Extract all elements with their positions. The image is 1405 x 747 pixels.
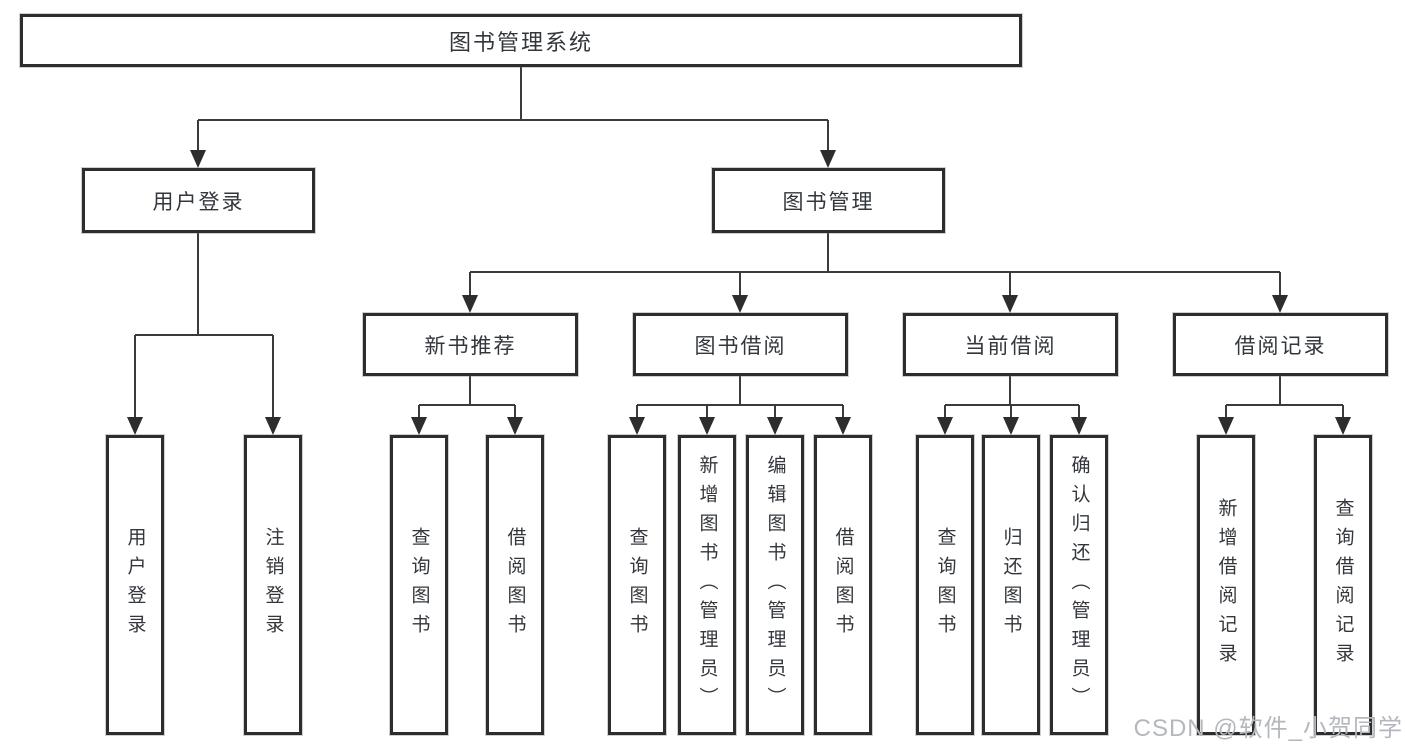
node-label: 图书管理 [782, 190, 875, 214]
node-label: 图书管理系统 [448, 29, 593, 55]
leaf-logout: 注销登录 [244, 435, 302, 735]
connector-user-login-children [127, 233, 281, 435]
leaf-edit-books-admin: 编辑图书（管理员） [746, 435, 804, 735]
leaf-query-books-borrow: 查询图书 [608, 435, 666, 735]
leaf-query-borrow-record: 查询借阅记录 [1314, 435, 1372, 735]
connector-borrow-records-children [1218, 376, 1351, 435]
connector-current-borrow-children [937, 376, 1087, 435]
node-current-borrow: 当前借阅 [903, 313, 1118, 376]
node-label: 新书推荐 [424, 334, 517, 358]
connector-root-to-level2 [190, 67, 836, 168]
leaf-borrow-books-recommend: 借阅图书 [486, 435, 544, 735]
connector-new-book-recommend-children [411, 376, 523, 435]
node-label: 借阅图书 [832, 527, 854, 643]
connector-book-management-sections [462, 233, 1288, 313]
leaf-borrow-books: 借阅图书 [814, 435, 872, 735]
node-label: 查询借阅记录 [1332, 498, 1354, 672]
node-label: 查询图书 [626, 527, 648, 643]
node-new-book-recommend: 新书推荐 [363, 313, 578, 376]
leaf-query-books-recommend: 查询图书 [390, 435, 448, 735]
connector-book-borrow-children [629, 376, 851, 435]
csdn-watermark: CSDN @软件_小贺同学 [1133, 715, 1403, 742]
node-borrow-records: 借阅记录 [1173, 313, 1388, 376]
node-label: 注销登录 [262, 527, 284, 643]
node-label: 用户登录 [124, 527, 146, 643]
node-root-library-system: 图书管理系统 [20, 14, 1022, 67]
node-label: 图书借阅 [694, 334, 787, 358]
node-label: 借阅记录 [1234, 334, 1327, 358]
node-label: 当前借阅 [964, 334, 1057, 358]
node-label: 新增借阅记录 [1215, 498, 1237, 672]
leaf-add-borrow-record: 新增借阅记录 [1197, 435, 1255, 735]
node-book-borrow: 图书借阅 [633, 313, 848, 376]
node-label: 查询图书 [408, 527, 430, 643]
leaf-add-books-admin: 新增图书（管理员） [678, 435, 736, 735]
node-label: 归还图书 [1000, 527, 1022, 643]
leaf-return-books: 归还图书 [982, 435, 1040, 735]
node-label: 确认归还（管理员） [1068, 454, 1090, 716]
leaf-confirm-return-admin: 确认归还（管理员） [1050, 435, 1108, 735]
leaf-user-login: 用户登录 [106, 435, 164, 735]
leaf-query-books-current: 查询图书 [916, 435, 974, 735]
node-book-management: 图书管理 [712, 168, 945, 233]
node-label: 查询图书 [934, 527, 956, 643]
node-user-login: 用户登录 [82, 168, 315, 233]
node-label: 编辑图书（管理员） [764, 454, 786, 716]
node-label: 借阅图书 [504, 527, 526, 643]
node-label: 用户登录 [152, 190, 245, 214]
node-label: 新增图书（管理员） [696, 454, 718, 716]
